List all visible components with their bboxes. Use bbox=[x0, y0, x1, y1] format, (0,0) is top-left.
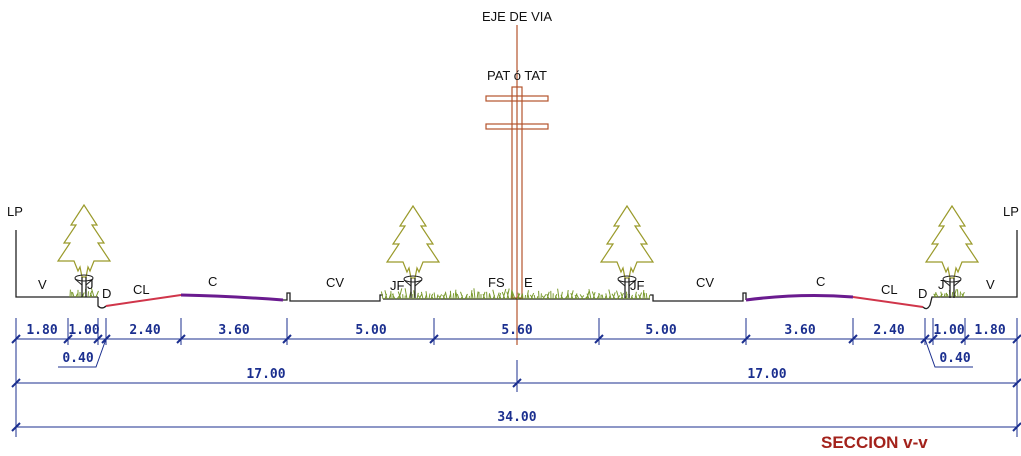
label-j-left: J bbox=[87, 277, 94, 292]
dim-cv-left: 5.00 bbox=[355, 323, 386, 338]
dim-j-right: 1.00 bbox=[933, 323, 964, 338]
label-cl-left: CL bbox=[133, 282, 150, 297]
ground-profile bbox=[15, 230, 1018, 310]
section-title: SECCION v-v bbox=[821, 433, 928, 452]
dim-c-right: 3.60 bbox=[784, 323, 815, 338]
grass-strips bbox=[69, 288, 965, 300]
dim-d-left: 0.40 bbox=[62, 351, 93, 366]
dim-cl-right: 2.40 bbox=[873, 323, 904, 338]
label-v-left: V bbox=[38, 277, 47, 292]
label-fs: FS bbox=[488, 275, 505, 290]
label-j-right: J bbox=[938, 277, 945, 292]
dim-half-right: 17.00 bbox=[747, 367, 786, 382]
dim-cv-right: 5.00 bbox=[645, 323, 676, 338]
label-lp-left: LP bbox=[7, 204, 23, 219]
dim-c-left: 3.60 bbox=[218, 323, 249, 338]
label-cl-right: CL bbox=[881, 282, 898, 297]
dim-total: 34.00 bbox=[497, 410, 536, 425]
label-d-left: D bbox=[102, 286, 111, 301]
label-d-right: D bbox=[918, 286, 927, 301]
label-cv-left: CV bbox=[326, 275, 344, 290]
axis-label: EJE DE VIA bbox=[482, 9, 552, 24]
tree-icon bbox=[925, 205, 979, 299]
dim-median: 5.60 bbox=[501, 323, 532, 338]
label-c-right: C bbox=[816, 274, 825, 289]
label-jf-left: JF bbox=[390, 278, 405, 293]
dim-v-right: 1.80 bbox=[974, 323, 1005, 338]
label-lp-right: LP bbox=[1003, 204, 1019, 219]
tree-icon bbox=[57, 204, 111, 298]
label-cv-right: CV bbox=[696, 275, 714, 290]
grass-blades bbox=[69, 288, 965, 300]
dim-v-left: 1.80 bbox=[26, 323, 57, 338]
tree-icon bbox=[600, 205, 654, 299]
label-jf-right: JF bbox=[630, 278, 645, 293]
dimension-ticks bbox=[11, 334, 1021, 432]
dim-half-left: 17.00 bbox=[246, 367, 285, 382]
dim-j-left: 1.00 bbox=[68, 323, 99, 338]
label-e: E bbox=[524, 275, 533, 290]
label-c-left: C bbox=[208, 274, 217, 289]
pole-label: PAT ó TAT bbox=[487, 68, 547, 83]
dim-cl-left: 2.40 bbox=[129, 323, 160, 338]
dim-d-right: 0.40 bbox=[939, 351, 970, 366]
label-v-right: V bbox=[986, 277, 995, 292]
